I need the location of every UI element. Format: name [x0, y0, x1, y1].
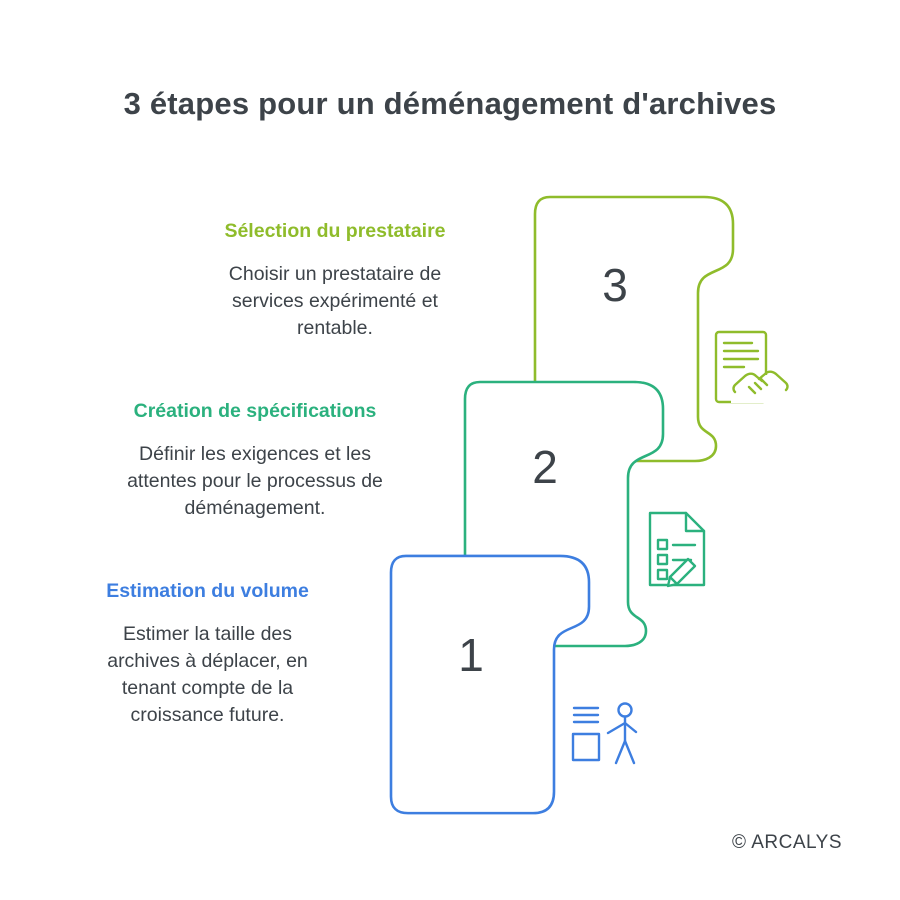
scroll-shape-step1	[389, 554, 591, 815]
checklist-pencil-icon	[648, 511, 706, 588]
step-2-number: 2	[532, 441, 558, 493]
step-1-description: Estimer la taille des archives à déplace…	[107, 623, 308, 726]
copyright-text: © ARCALYS	[731, 832, 842, 853]
contract-handshake-icon	[714, 330, 789, 404]
step-3-label: Sélection du prestataire	[224, 220, 446, 242]
step-1-label: Estimation du volume	[106, 580, 309, 602]
scroll-outline-step1	[389, 554, 591, 815]
step-3-text-block: Sélection du prestataire Choisir un pres…	[185, 220, 485, 342]
step-2-text-block: Création de spécifications Définir les e…	[105, 400, 405, 522]
step-2-description: Définir les exigences et les attentes po…	[127, 443, 383, 519]
step-3-description: Choisir un prestataire de services expér…	[228, 263, 442, 339]
person-inventory-icon	[571, 702, 638, 765]
step-1-text-block: Estimation du volume Estimer la taille d…	[75, 580, 340, 729]
page-title: 3 étapes pour un déménagement d'archives	[123, 86, 777, 121]
step-1-number: 1	[458, 629, 484, 681]
step-2-label: Création de spécifications	[133, 400, 377, 422]
step-3-number: 3	[602, 259, 628, 311]
